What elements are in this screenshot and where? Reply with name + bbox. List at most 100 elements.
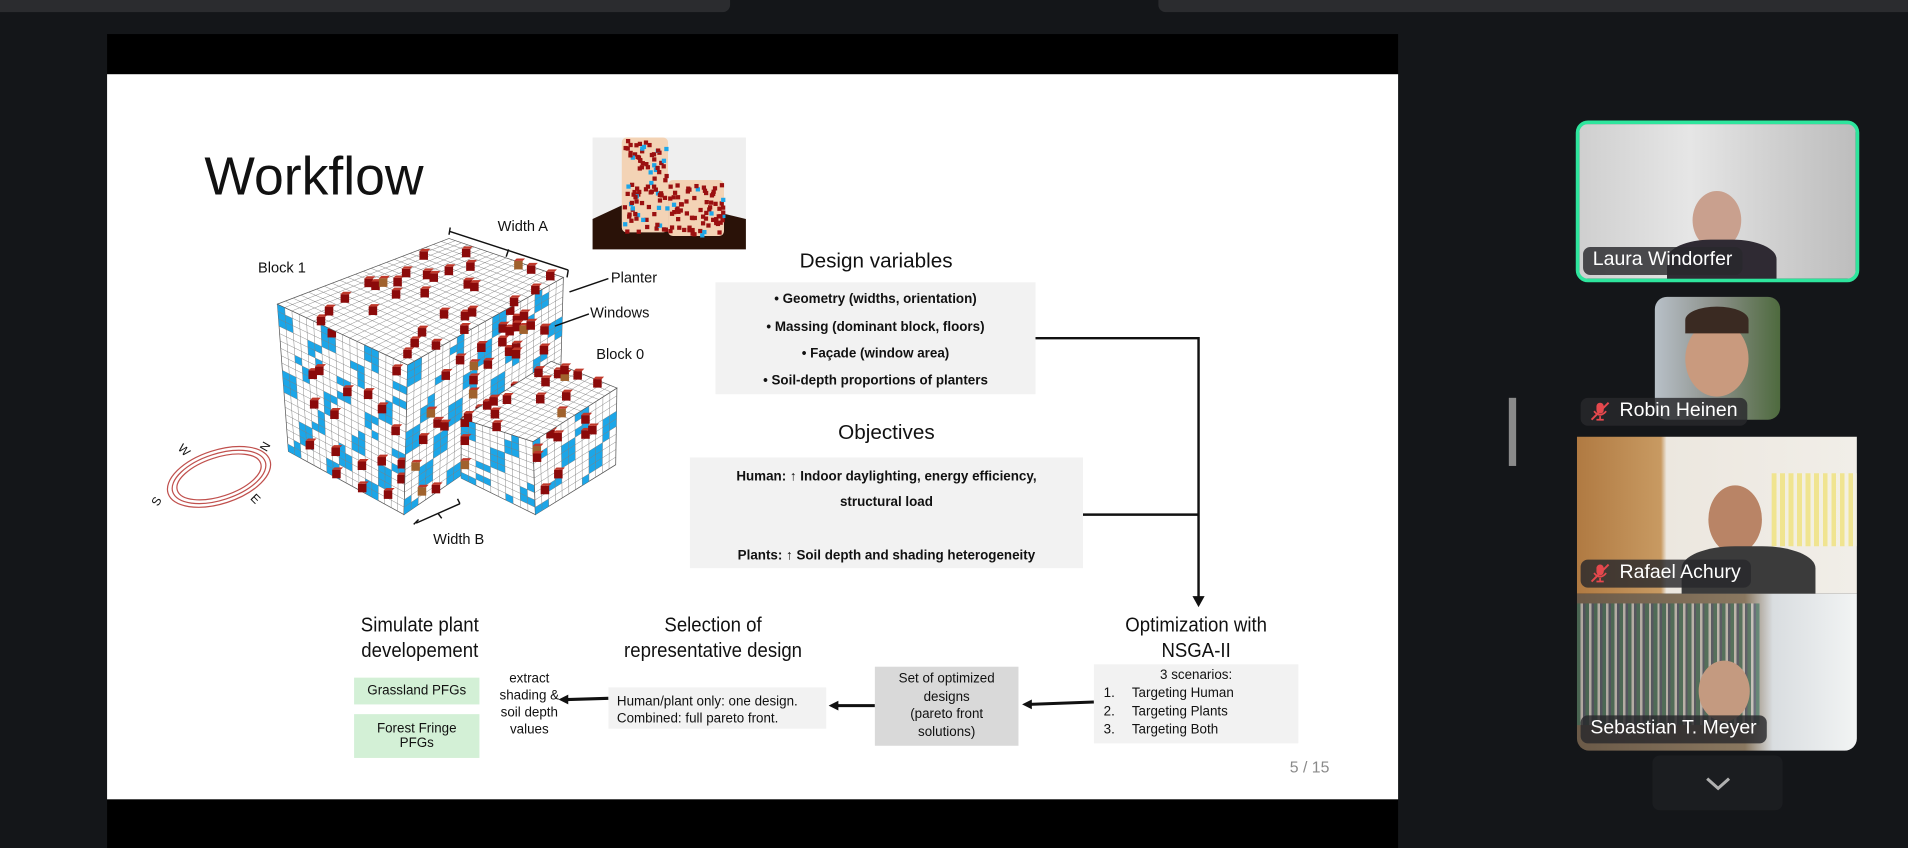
video-person bbox=[1708, 485, 1762, 554]
planter-cube bbox=[553, 369, 563, 379]
3d-render-thumbnail bbox=[592, 137, 746, 250]
planter-cube bbox=[477, 343, 486, 352]
window-cell bbox=[289, 373, 297, 385]
window-cell bbox=[504, 445, 512, 456]
grid-line bbox=[407, 283, 564, 373]
window-cell bbox=[541, 498, 549, 511]
render-voxel bbox=[645, 184, 651, 189]
grid-line bbox=[327, 253, 494, 329]
label-width-b: Width B bbox=[433, 530, 485, 548]
window-cell bbox=[483, 476, 491, 487]
planter-cube bbox=[460, 325, 469, 334]
window-cell bbox=[457, 333, 465, 345]
planter-cube-top bbox=[560, 363, 572, 366]
render-voxel bbox=[669, 225, 675, 230]
label-block-1: Block 1 bbox=[257, 259, 306, 277]
planter-cube-top bbox=[330, 408, 342, 411]
grid-line bbox=[364, 264, 526, 345]
planter-cube-top bbox=[332, 467, 344, 470]
planter-cube bbox=[466, 262, 475, 271]
window-cell bbox=[568, 444, 576, 457]
planter-cube bbox=[557, 408, 566, 418]
render-voxel bbox=[704, 190, 709, 196]
render-voxel bbox=[669, 211, 675, 216]
planter-cube-top bbox=[377, 454, 389, 458]
window-cell bbox=[407, 360, 415, 373]
window-cell bbox=[440, 434, 448, 447]
window-cell bbox=[475, 472, 484, 483]
building-illustration bbox=[166, 137, 1205, 711]
planter-cube-top bbox=[573, 368, 585, 372]
render-voxel bbox=[677, 225, 682, 230]
planter-cube bbox=[519, 325, 528, 334]
grid-line bbox=[320, 251, 488, 325]
participant-tile-laura[interactable]: Laura Windorfer bbox=[1575, 120, 1860, 283]
planter-cube bbox=[426, 409, 436, 418]
planter-cube bbox=[431, 341, 441, 350]
render-voxel bbox=[709, 200, 714, 205]
planter-cube bbox=[490, 409, 500, 419]
selection-heading: Selection of representative design bbox=[624, 613, 803, 662]
window-cell bbox=[448, 408, 456, 421]
render-voxel bbox=[637, 189, 642, 195]
panel-scrollbar[interactable] bbox=[1508, 397, 1517, 466]
grid-line bbox=[400, 275, 558, 362]
grid-line bbox=[405, 348, 562, 448]
participant-name: Laura Windorfer bbox=[1583, 246, 1743, 275]
window-cell bbox=[561, 456, 569, 469]
render-voxel bbox=[679, 202, 684, 207]
window-cell bbox=[547, 320, 556, 332]
window-cell bbox=[548, 479, 556, 492]
window-cell bbox=[412, 438, 420, 451]
grid-line bbox=[461, 430, 534, 457]
planter-cube bbox=[509, 297, 519, 307]
planter-cube bbox=[460, 311, 470, 321]
render-voxel bbox=[703, 216, 709, 221]
render-voxel bbox=[652, 157, 657, 162]
planter-cube-top bbox=[557, 406, 569, 409]
render-voxel bbox=[674, 207, 680, 213]
window-cell bbox=[540, 447, 548, 460]
planter-cube-top bbox=[466, 259, 478, 263]
render-voxel bbox=[664, 146, 669, 152]
planter-cube bbox=[397, 459, 407, 469]
planter-cube bbox=[431, 484, 441, 494]
planter-cube bbox=[455, 355, 465, 365]
show-more-participants-button[interactable] bbox=[1652, 755, 1783, 811]
render-voxel bbox=[713, 201, 718, 206]
window-cell bbox=[456, 340, 465, 352]
grid-line bbox=[407, 290, 564, 381]
planter-cube bbox=[371, 281, 380, 291]
render-voxel bbox=[687, 225, 692, 230]
planter-cube bbox=[482, 401, 492, 410]
planter-cube-top bbox=[540, 323, 552, 327]
window-cell bbox=[302, 365, 310, 377]
planter-cube-top bbox=[331, 445, 343, 448]
browser-tab-left[interactable] bbox=[0, 0, 731, 13]
window-cell bbox=[407, 375, 415, 388]
grid-line bbox=[291, 242, 462, 312]
planter-cube bbox=[492, 422, 501, 432]
planter-cube bbox=[561, 392, 571, 401]
window-cell bbox=[446, 466, 454, 479]
participant-tile-sebastian[interactable]: Sebastian T. Meyer bbox=[1576, 593, 1857, 751]
window-cell bbox=[403, 502, 412, 515]
window-cell bbox=[453, 468, 461, 481]
render-voxel bbox=[652, 211, 657, 217]
planter-cube bbox=[343, 387, 352, 397]
window-cell bbox=[468, 475, 477, 486]
render-voxel bbox=[629, 182, 635, 187]
window-cell bbox=[299, 428, 307, 440]
planter-cube bbox=[498, 337, 507, 347]
render-voxel bbox=[641, 217, 646, 223]
browser-tab-right[interactable] bbox=[1158, 0, 1908, 13]
window-cell bbox=[418, 463, 427, 476]
render-voxel bbox=[659, 193, 664, 198]
planter-cube-top bbox=[588, 423, 600, 426]
render-voxel bbox=[682, 227, 687, 233]
flow-connectors bbox=[1035, 336, 1200, 599]
scenario-item: 3.Targeting Both bbox=[1103, 722, 1219, 738]
render-voxel bbox=[714, 217, 719, 222]
planter-cube-top bbox=[498, 321, 510, 325]
planter-cube bbox=[483, 360, 493, 369]
